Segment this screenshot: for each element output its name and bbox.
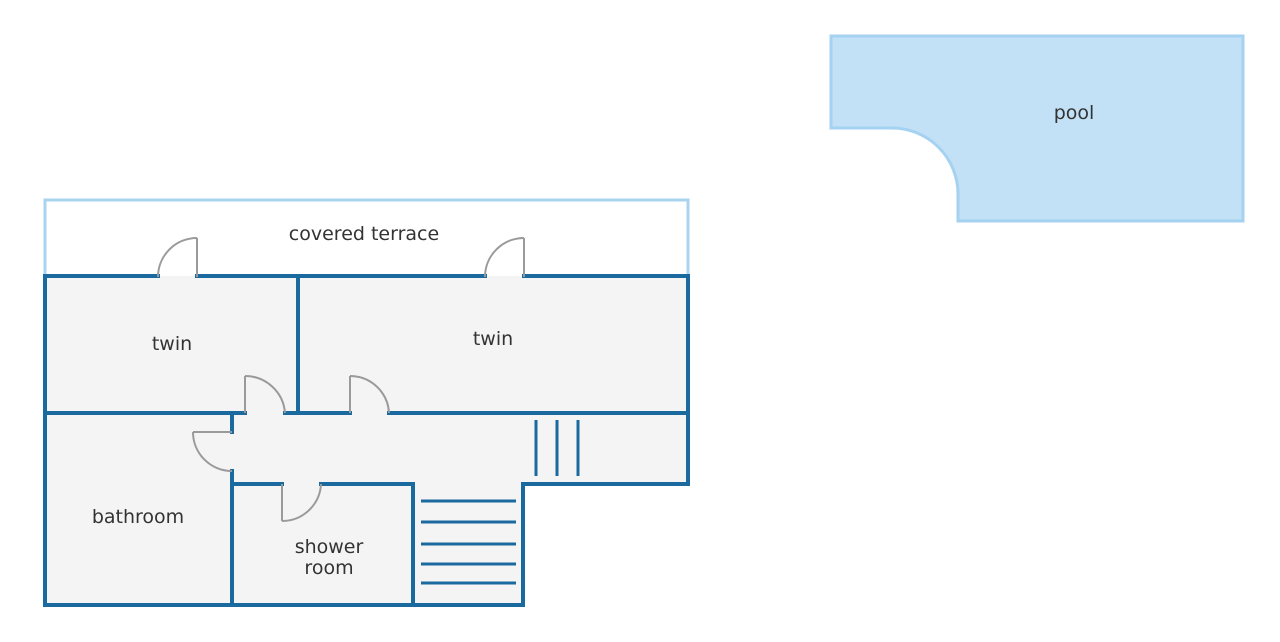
door-twin-left-hall xyxy=(244,374,286,414)
door-twin-right-terrace xyxy=(484,237,525,278)
covered-terrace: covered terrace xyxy=(43,198,690,276)
door-twin-right-hall xyxy=(349,374,390,414)
terrace-label: covered terrace xyxy=(289,223,439,245)
shower-room-label-line2: room xyxy=(304,557,353,579)
walls xyxy=(43,274,690,607)
shower-room-label-line1: shower xyxy=(295,536,364,558)
door-bathroom xyxy=(192,431,233,472)
pool-shape xyxy=(829,34,1245,223)
pool-label: pool xyxy=(1054,102,1095,124)
twin-right-label: twin xyxy=(473,328,513,350)
bathroom-label: bathroom xyxy=(92,506,184,528)
door-twin-left-terrace xyxy=(157,237,198,278)
terrace-outline xyxy=(43,198,690,276)
pool-area: pool xyxy=(829,34,1245,223)
door-shower-room xyxy=(281,483,322,523)
twin-left-label: twin xyxy=(152,333,192,355)
house-floor xyxy=(45,276,688,605)
stairs-lower xyxy=(421,499,516,585)
doors xyxy=(157,237,525,523)
stairs-hallway xyxy=(534,420,580,476)
